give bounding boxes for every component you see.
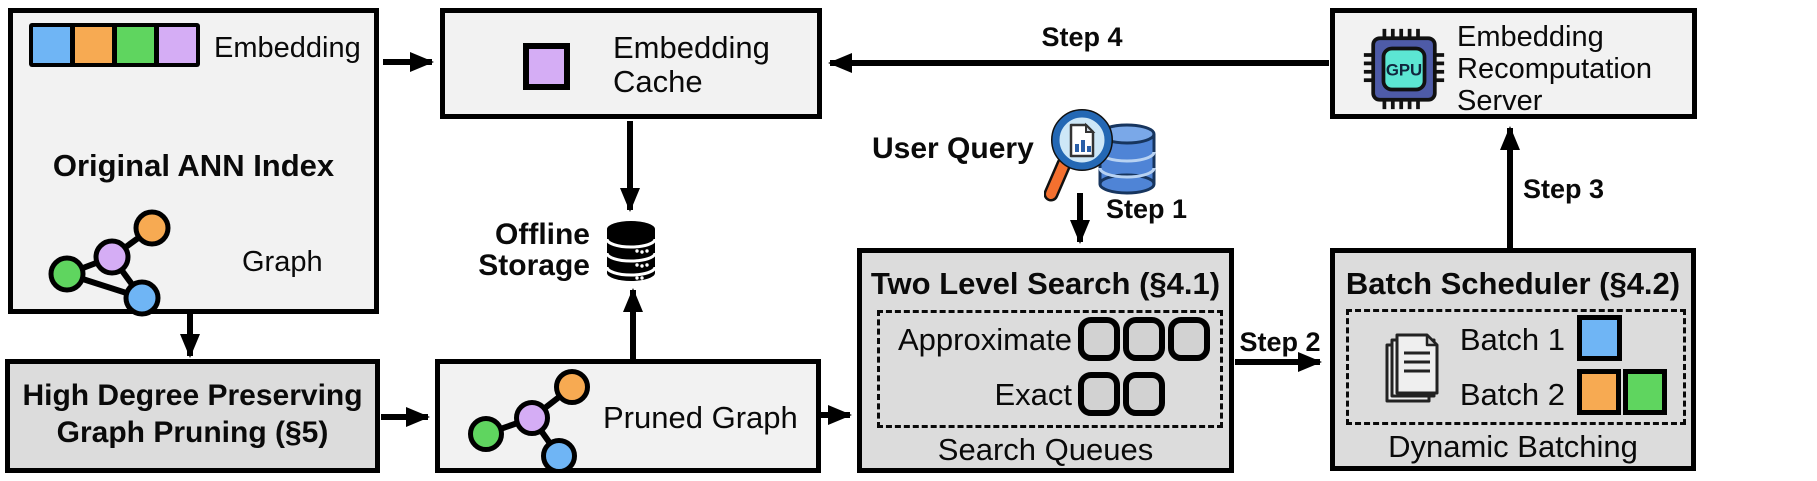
batch1-chips <box>1577 315 1622 361</box>
queue-slot <box>1123 372 1165 416</box>
batch1-label: Batch 1 <box>1459 322 1565 357</box>
original-ann-index-title: Original ANN Index <box>52 148 335 183</box>
step2-label: Step 2 <box>1239 327 1321 357</box>
batch-scheduler-box: Batch Scheduler (§4.2) Batch 1 Batch 2 D… <box>1330 248 1696 471</box>
two-level-search-box: Two Level Search (§4.1) Approximate Exac… <box>857 248 1234 473</box>
queue-slot <box>1078 372 1120 416</box>
pruned-graph-icon <box>468 369 590 472</box>
approximate-queue-slots <box>1078 317 1210 361</box>
pruned-graph-box: Pruned Graph <box>435 359 821 473</box>
cached-embedding-cell <box>523 43 570 90</box>
two-level-search-title: Two Level Search (§4.1) <box>870 266 1221 301</box>
batch2-chip-green <box>1623 369 1667 415</box>
approximate-label: Approximate <box>897 322 1072 357</box>
embedding-cell-orange <box>75 27 112 63</box>
graph-pruning-title: High Degree Preserving Graph Pruning (§5… <box>22 379 363 449</box>
embedding-label: Embedding <box>214 32 361 64</box>
embedding-cache-box: Embedding Cache <box>440 8 822 119</box>
step1-label: Step 1 <box>1106 194 1188 224</box>
queue-slot <box>1078 317 1120 361</box>
batch2-chips <box>1577 369 1667 415</box>
embedding-cache-label: Embedding Cache <box>613 30 770 99</box>
search-queues-footer: Search Queues <box>937 432 1154 467</box>
graph-pruning-box: High Degree Preserving Graph Pruning (§5… <box>5 359 380 473</box>
graph-label: Graph <box>242 246 323 278</box>
embedding-cell-purple <box>159 27 196 63</box>
embedding-cell-blue <box>33 27 70 63</box>
user-query-icon <box>1044 109 1156 202</box>
offline-storage-label: Offline Storage <box>478 218 590 282</box>
exact-label: Exact <box>994 377 1072 412</box>
step4-label: Step 4 <box>1041 22 1123 52</box>
queue-slot <box>1123 317 1165 361</box>
offline-storage-icon <box>605 221 657 281</box>
original-ann-index-box: Embedding Original ANN Index Graph <box>8 8 379 317</box>
dynamic-batching-footer: Dynamic Batching <box>1388 429 1638 464</box>
recomputation-server-label: Embedding Recomputation Server <box>1457 21 1653 117</box>
documents-icon <box>1385 333 1439 403</box>
dynamic-batching-dashed-box <box>1346 309 1686 425</box>
batch2-chip-orange <box>1577 369 1621 415</box>
user-query-label: User Query <box>872 132 1034 165</box>
embedding-strip <box>29 23 200 67</box>
search-queues-dashed-box <box>877 310 1223 428</box>
svg-text:GPU: GPU <box>1386 61 1422 80</box>
batch2-label: Batch 2 <box>1459 377 1565 412</box>
original-graph-icon <box>48 209 171 317</box>
embedding-cell-green <box>117 27 154 63</box>
batch-scheduler-title: Batch Scheduler (§4.2) <box>1345 266 1681 301</box>
recomputation-server-box: GPU Embedding Recomputation Server <box>1330 8 1697 119</box>
gpu-icon: GPU <box>1363 28 1445 110</box>
queue-slot <box>1168 317 1210 361</box>
batch1-chip-blue <box>1577 315 1622 361</box>
pruned-graph-label: Pruned Graph <box>603 400 798 435</box>
exact-queue-slots <box>1078 372 1165 416</box>
step3-label: Step 3 <box>1523 174 1605 204</box>
